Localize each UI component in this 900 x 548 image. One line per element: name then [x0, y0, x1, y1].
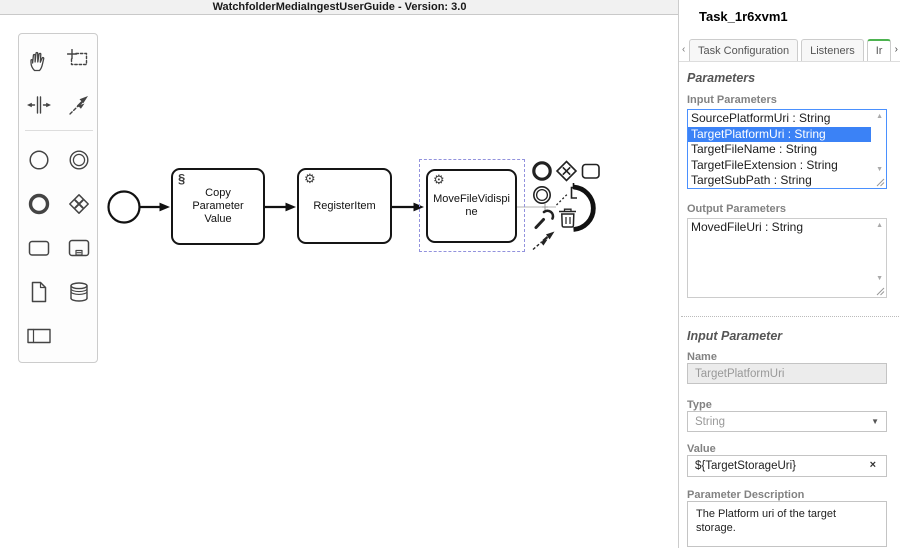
input-parameter-item[interactable]: TargetSubPath : String: [691, 173, 812, 188]
input-parameter-item[interactable]: TargetFileName : String: [691, 142, 818, 157]
end-event-icon: [28, 193, 50, 215]
task-copy-parameter-value[interactable]: § Copy Parameter Value: [171, 168, 265, 245]
diagram-canvas[interactable]: [0, 16, 678, 548]
input-parameter-item[interactable]: TargetFileExtension : String: [691, 157, 838, 172]
tab[interactable]: Listeners: [801, 39, 864, 62]
palette-create-data-store[interactable]: [59, 270, 99, 314]
tab-label: Listeners: [810, 45, 855, 57]
intermediate-event-icon: [69, 150, 89, 170]
append-text-annotation-icon[interactable]: [556, 186, 578, 206]
data-store-icon: [70, 282, 88, 302]
task-label: Copy Parameter Value: [192, 187, 244, 225]
trash-icon[interactable]: [559, 208, 576, 228]
tabs-scroll-left-icon[interactable]: ‹: [682, 44, 686, 55]
clear-value-icon[interactable]: ×: [869, 459, 876, 471]
palette-create-end-event[interactable]: [19, 182, 59, 226]
service-task-icon: ⚙: [433, 172, 445, 187]
palette-hand-tool[interactable]: [19, 39, 59, 83]
task-registeritem[interactable]: ⚙ RegisterItem: [297, 168, 392, 244]
palette-create-intermediate-event[interactable]: [59, 138, 99, 182]
palette-create-start-event[interactable]: [19, 138, 59, 182]
input-parameters-listbox[interactable]: SourcePlatformUri : String TargetPlatfor…: [687, 109, 887, 189]
diagram-title: WatchfolderMediaIngestUserGuide - Versio…: [0, 0, 679, 15]
connection-helper-line: [517, 204, 556, 210]
type-select[interactable]: String ▼: [687, 411, 887, 432]
resize-grip-icon[interactable]: [876, 178, 885, 187]
input-parameters-label: Input Parameters: [687, 94, 777, 106]
tabs-underline: [679, 61, 900, 62]
palette-create-participant[interactable]: [19, 314, 59, 358]
input-parameter-heading: Input Parameter: [687, 329, 783, 343]
palette: [18, 33, 98, 363]
task-icon: [28, 240, 50, 256]
participant-icon: [27, 328, 51, 344]
data-object-icon: [31, 281, 47, 303]
palette-create-task[interactable]: [19, 226, 59, 270]
tab-label: Ir: [875, 45, 883, 57]
palette-create-data-object[interactable]: [19, 270, 59, 314]
context-pad: [532, 160, 600, 251]
arc-handle-icon[interactable]: [572, 183, 596, 232]
palette-global-connect-tool[interactable]: [59, 83, 99, 127]
type-label: Type: [687, 399, 712, 411]
name-label: Name: [687, 351, 717, 363]
connect-tool-icon[interactable]: [532, 231, 555, 251]
task-label: MoveFileVidispine: [433, 193, 510, 218]
space-tool-icon: [27, 96, 51, 114]
input-parameter-item[interactable]: TargetPlatformUri : String: [688, 126, 871, 143]
connect-icon: [69, 96, 88, 115]
palette-create-subprocess[interactable]: [59, 226, 99, 270]
input-parameter-item[interactable]: SourcePlatformUri : String: [691, 111, 831, 125]
scroll-down-icon[interactable]: ▼: [876, 275, 883, 282]
tabs-scroll-right-icon[interactable]: ›: [894, 44, 898, 55]
gateway-icon: [69, 194, 89, 214]
lasso-icon: [67, 49, 88, 66]
value-input[interactable]: ${TargetStorageUri}: [687, 455, 887, 477]
tab-label: Task Configuration: [698, 45, 790, 57]
sequence-flow[interactable]: [139, 202, 425, 212]
scroll-up-icon[interactable]: ▲: [876, 222, 883, 229]
parameter-description-textarea[interactable]: The Platform uri of the target storage.: [687, 501, 887, 547]
subprocess-icon: [68, 239, 90, 257]
tab[interactable]: Ir: [866, 39, 892, 62]
start-event-icon: [29, 150, 49, 170]
chevron-down-icon: ▼: [871, 417, 879, 426]
palette-space-tool[interactable]: [19, 83, 59, 127]
scroll-up-icon[interactable]: ▲: [876, 113, 883, 120]
script-task-icon: §: [178, 171, 186, 186]
append-intermediate-event-icon[interactable]: [532, 186, 551, 205]
properties-panel: Task_1r6xvm1 ‹ Task Configuration Listen…: [678, 0, 900, 548]
resize-grip-icon[interactable]: [876, 287, 885, 296]
scroll-down-icon[interactable]: ▼: [876, 166, 883, 173]
output-parameters-label: Output Parameters: [687, 203, 787, 215]
element-id-title: Task_1r6xvm1: [699, 9, 788, 24]
wrench-icon[interactable]: [534, 209, 555, 229]
palette-lasso-tool[interactable]: [59, 39, 99, 83]
section-divider: [681, 316, 899, 317]
output-parameter-item[interactable]: MovedFileUri : String: [691, 220, 804, 234]
parameter-description-label: Parameter Description: [687, 489, 805, 501]
start-event[interactable]: [107, 190, 141, 224]
value-label: Value: [687, 443, 716, 455]
append-end-event-icon[interactable]: [532, 161, 552, 181]
parameters-heading: Parameters: [687, 71, 756, 85]
tab-bar: Task Configuration Listeners Ir: [689, 37, 893, 62]
palette-create-gateway[interactable]: [59, 182, 99, 226]
tab[interactable]: Task Configuration: [689, 39, 799, 62]
name-field: TargetPlatformUri: [687, 363, 887, 384]
service-task-icon: ⚙: [304, 171, 316, 186]
append-task-icon[interactable]: [581, 163, 600, 179]
output-parameters-listbox[interactable]: MovedFileUri : String ▲ ▼: [687, 218, 887, 298]
append-gateway-icon[interactable]: [555, 160, 578, 182]
hand-icon: [30, 51, 45, 72]
palette-separator: [25, 130, 93, 138]
task-movefilevidispine[interactable]: ⚙ MoveFileVidispine: [426, 169, 517, 243]
task-label: RegisterItem: [313, 199, 376, 212]
